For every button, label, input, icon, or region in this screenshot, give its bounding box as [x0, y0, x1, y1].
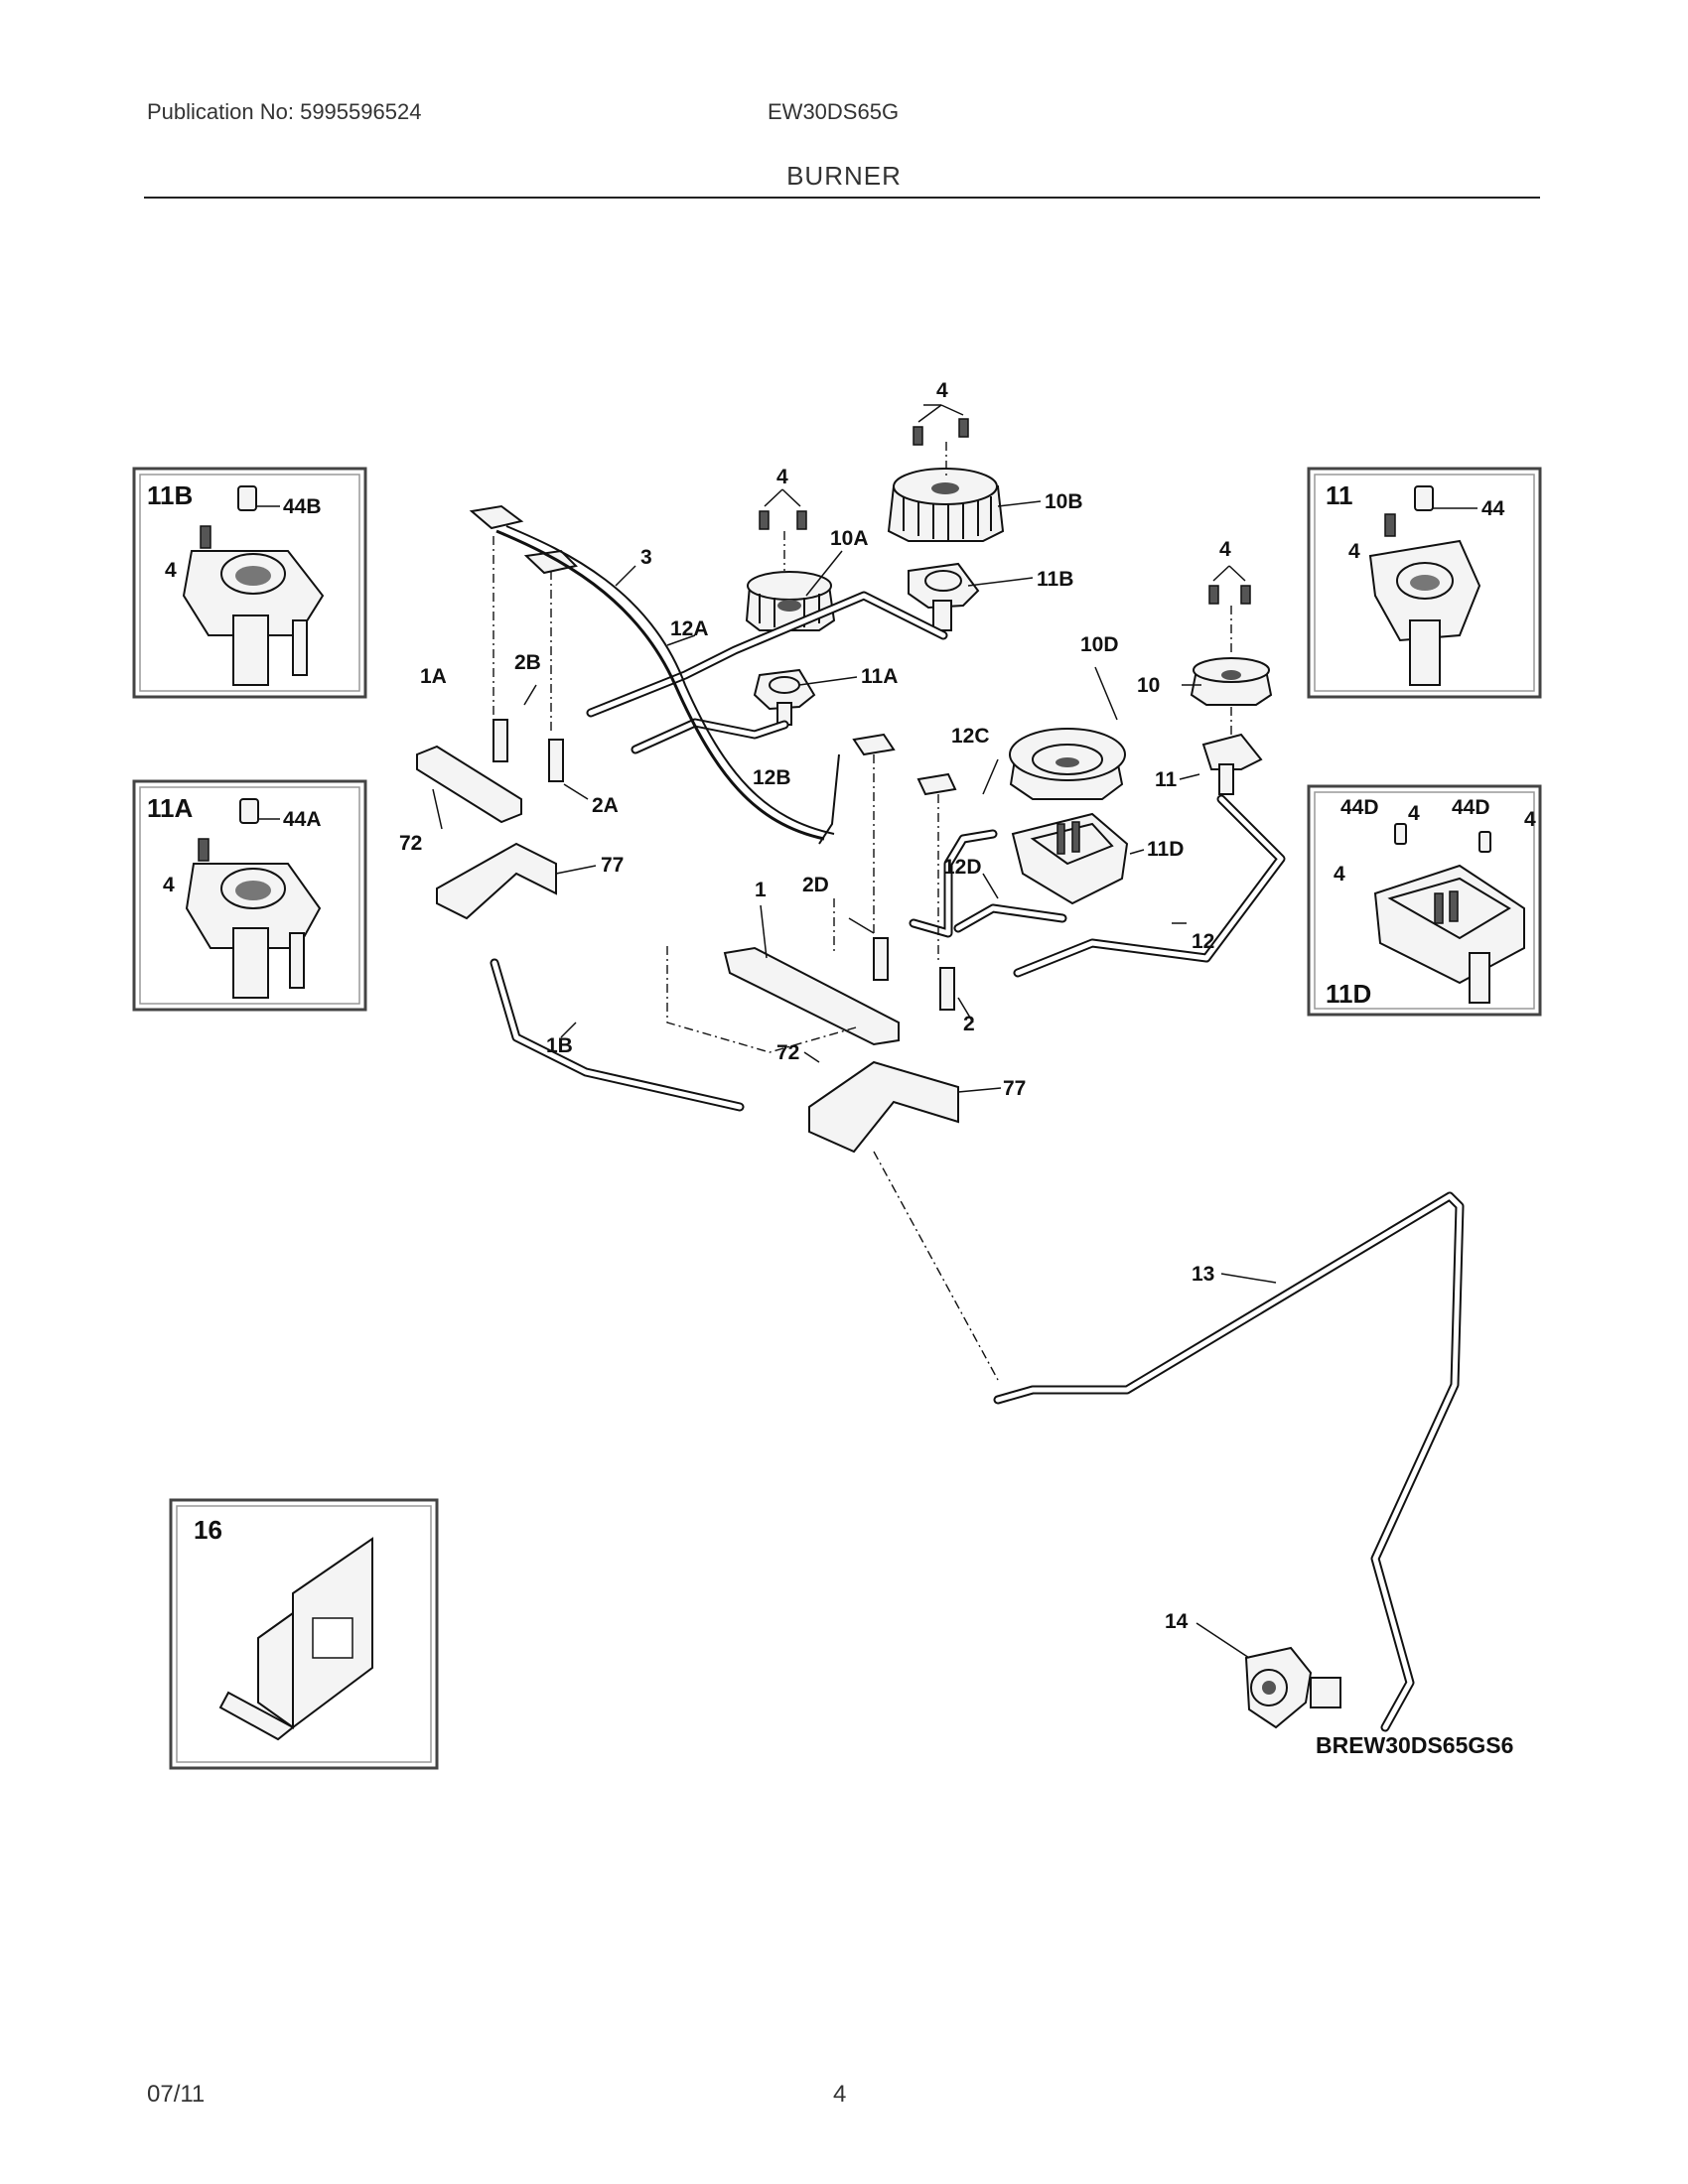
inset-11a-screw-label: 4 — [163, 874, 175, 896]
screws-10 — [1208, 565, 1251, 605]
inset-11b-cap-label: 44B — [283, 495, 322, 518]
callout-12b: 12B — [753, 766, 791, 789]
bracket-77-right — [808, 1060, 959, 1154]
inset-11d-label-44d-left: 44D — [1340, 796, 1379, 819]
callout-2b: 2B — [514, 651, 541, 674]
burner-base-11-icon — [1368, 539, 1481, 686]
callout-12d: 12D — [943, 856, 982, 879]
inset-11b-title: 11B — [147, 480, 193, 510]
gas-tubes — [490, 591, 1465, 1732]
burner-base-11d — [1011, 812, 1129, 905]
screws-10a — [759, 488, 807, 530]
burner-cap-44-icon — [1414, 485, 1477, 511]
inset-11a-title: 11A — [147, 793, 193, 823]
callout-1b: 1B — [546, 1034, 573, 1057]
inset-11d-label-4-right: 4 — [1524, 808, 1536, 831]
assembly-guides — [492, 442, 1232, 1381]
footer-date: 07/11 — [147, 2081, 206, 2108]
callout-1: 1 — [755, 879, 767, 901]
screw-icon — [200, 525, 211, 549]
callout-2: 2 — [963, 1013, 975, 1035]
callout-12: 12 — [1192, 930, 1214, 953]
burner-cap-44a-icon — [239, 798, 280, 824]
inset-11d-label-44d-right: 44D — [1452, 796, 1490, 819]
burner-base-11b — [908, 562, 980, 631]
callout-10b: 10B — [1045, 490, 1083, 513]
callout-77-right: 77 — [1003, 1077, 1026, 1100]
burner-base-11a — [753, 668, 816, 726]
inset-11-screw-label: 4 — [1348, 540, 1360, 563]
model-number: EW30DS65G — [768, 99, 900, 124]
publication-number: Publication No: 5995596524 — [147, 99, 422, 124]
callout-11: 11 — [1155, 768, 1178, 791]
section-title: BURNER — [786, 161, 902, 191]
heat-shield-16-icon — [218, 1537, 373, 1741]
screws-top — [913, 404, 969, 446]
header-rule — [144, 197, 1540, 199]
callout-4-top: 4 — [936, 379, 948, 402]
callout-2a: 2A — [592, 794, 619, 817]
callout-77-left: 77 — [601, 854, 624, 877]
burner-base-11 — [1201, 733, 1263, 795]
diagram-code: BREW30DS65GS6 — [1316, 1732, 1513, 1758]
inset-11d[interactable]: 44D 4 44D 4 4 11D — [1307, 784, 1542, 1017]
burner-base-11a-icon — [185, 863, 322, 999]
callout-4-10: 4 — [1219, 538, 1231, 561]
callout-72-right: 72 — [776, 1041, 799, 1064]
screw-icon — [198, 838, 210, 862]
pressure-regulator-14 — [1244, 1646, 1341, 1729]
callout-11d: 11D — [1147, 838, 1184, 861]
valves — [492, 719, 955, 1011]
inset-16-title: 16 — [194, 1515, 222, 1545]
callout-3: 3 — [640, 546, 652, 569]
inset-11b[interactable]: 11B 44B 4 — [132, 467, 367, 699]
bracket-2d — [852, 733, 957, 796]
bracket-1a — [416, 745, 522, 824]
screw-icon — [1384, 513, 1396, 537]
inset-11a[interactable]: 11A 44A 4 — [132, 779, 367, 1012]
inset-11a-cap-label: 44A — [283, 808, 322, 831]
bracket-3 — [469, 504, 579, 575]
bracket-1 — [723, 946, 900, 1046]
callout-14: 14 — [1165, 1610, 1189, 1633]
inset-11b-screw-label: 4 — [165, 559, 177, 582]
callout-leaders — [432, 404, 1277, 1659]
inset-16[interactable]: 16 — [169, 1498, 439, 1770]
burner-head-10 — [1190, 657, 1273, 706]
inset-11d-label-4-mid: 4 — [1408, 802, 1420, 825]
inset-11-cap-label: 44 — [1481, 497, 1505, 520]
page-number: 4 — [833, 2081, 847, 2108]
callout-13: 13 — [1192, 1263, 1214, 1286]
callout-12c: 12C — [951, 725, 990, 748]
burner-head-10b — [887, 468, 1005, 542]
burner-head-10d — [1009, 728, 1126, 800]
callout-10: 10 — [1137, 674, 1160, 697]
wire-harness-3 — [495, 525, 840, 845]
callout-2d: 2D — [802, 874, 829, 896]
burner-cap-44b-icon — [237, 485, 280, 511]
callout-1a: 1A — [420, 665, 447, 688]
inset-11[interactable]: 11 44 4 — [1307, 467, 1542, 699]
callout-10d: 10D — [1080, 633, 1119, 656]
callout-72-left: 72 — [399, 832, 422, 855]
burner-base-11b-icon — [182, 550, 325, 686]
inset-11d-label-4-left: 4 — [1334, 863, 1345, 886]
inset-11d-title: 11D — [1326, 979, 1371, 1009]
inset-11-title: 11 — [1326, 480, 1353, 510]
callout-4-10a: 4 — [776, 466, 788, 488]
bracket-77-left — [436, 842, 557, 920]
burner-head-10a — [745, 571, 836, 631]
burner-base-11d-icon — [1373, 823, 1525, 1004]
callout-labels: 4 10B 4 10A 11B 3 12A 11A 1A 2B 12B 2A 7… — [399, 379, 1231, 1633]
callout-11a: 11A — [861, 665, 898, 688]
callout-12a: 12A — [670, 617, 709, 640]
callout-11b: 11B — [1037, 568, 1073, 591]
callout-10a: 10A — [830, 527, 869, 550]
